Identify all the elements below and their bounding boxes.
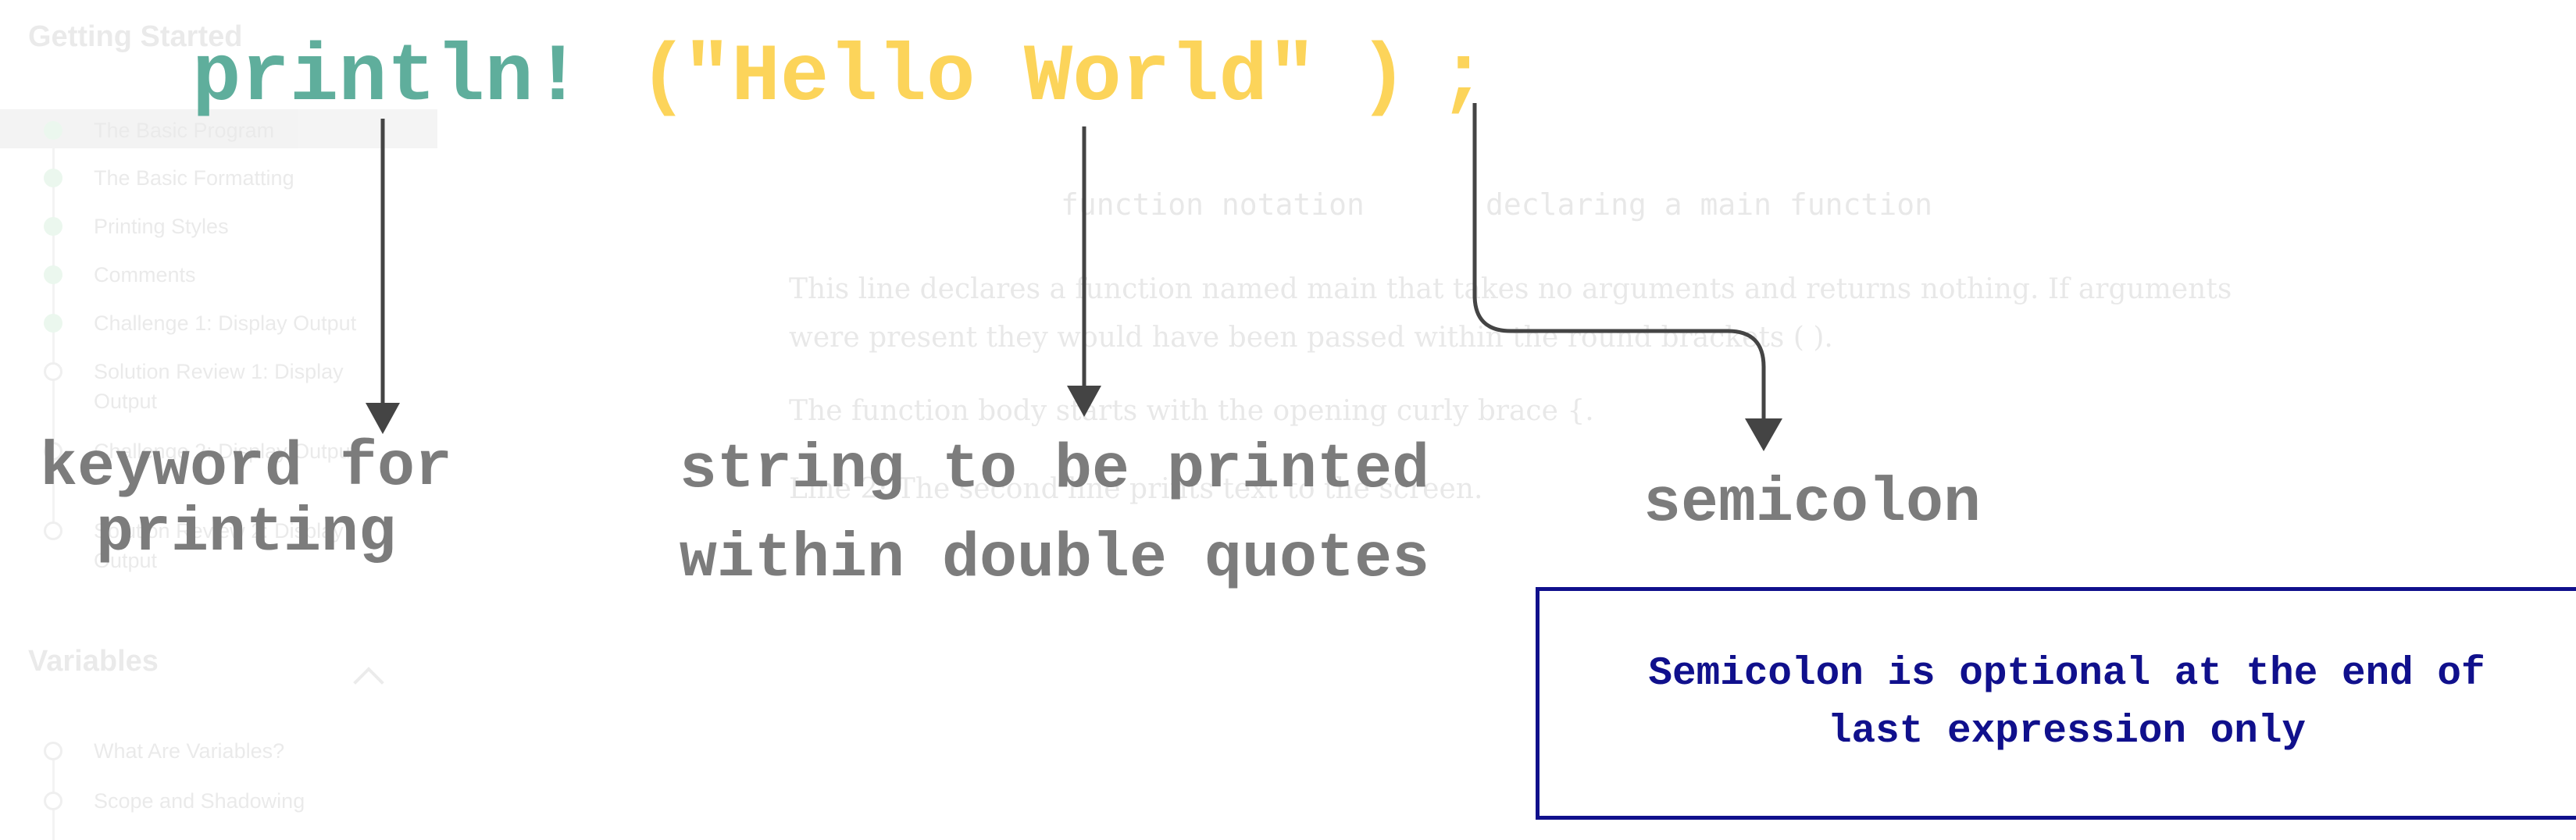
code-keyword: println! (192, 32, 583, 124)
semicolon-arrow (1472, 103, 1766, 426)
semicolon-label: semicolon (1643, 468, 1982, 539)
code-close-paren: ) (1359, 32, 1408, 124)
semicolon-note-box: Semicolon is optional at the end of last… (1536, 587, 2576, 820)
semicolon-arrowhead-icon (1745, 418, 1782, 451)
code-open-paren: ( (639, 32, 688, 124)
keyword-label: keyword for printing (39, 432, 453, 569)
string-arrowhead-icon (1067, 386, 1101, 417)
code-string: "Hello World" (683, 32, 1317, 124)
code-semicolon: ; (1439, 32, 1488, 124)
keyword-arrowhead-icon (366, 403, 400, 434)
string-label: string to be printed within double quote… (679, 435, 1430, 595)
semicolon-note-text: Semicolon is optional at the end of last… (1648, 652, 2485, 754)
